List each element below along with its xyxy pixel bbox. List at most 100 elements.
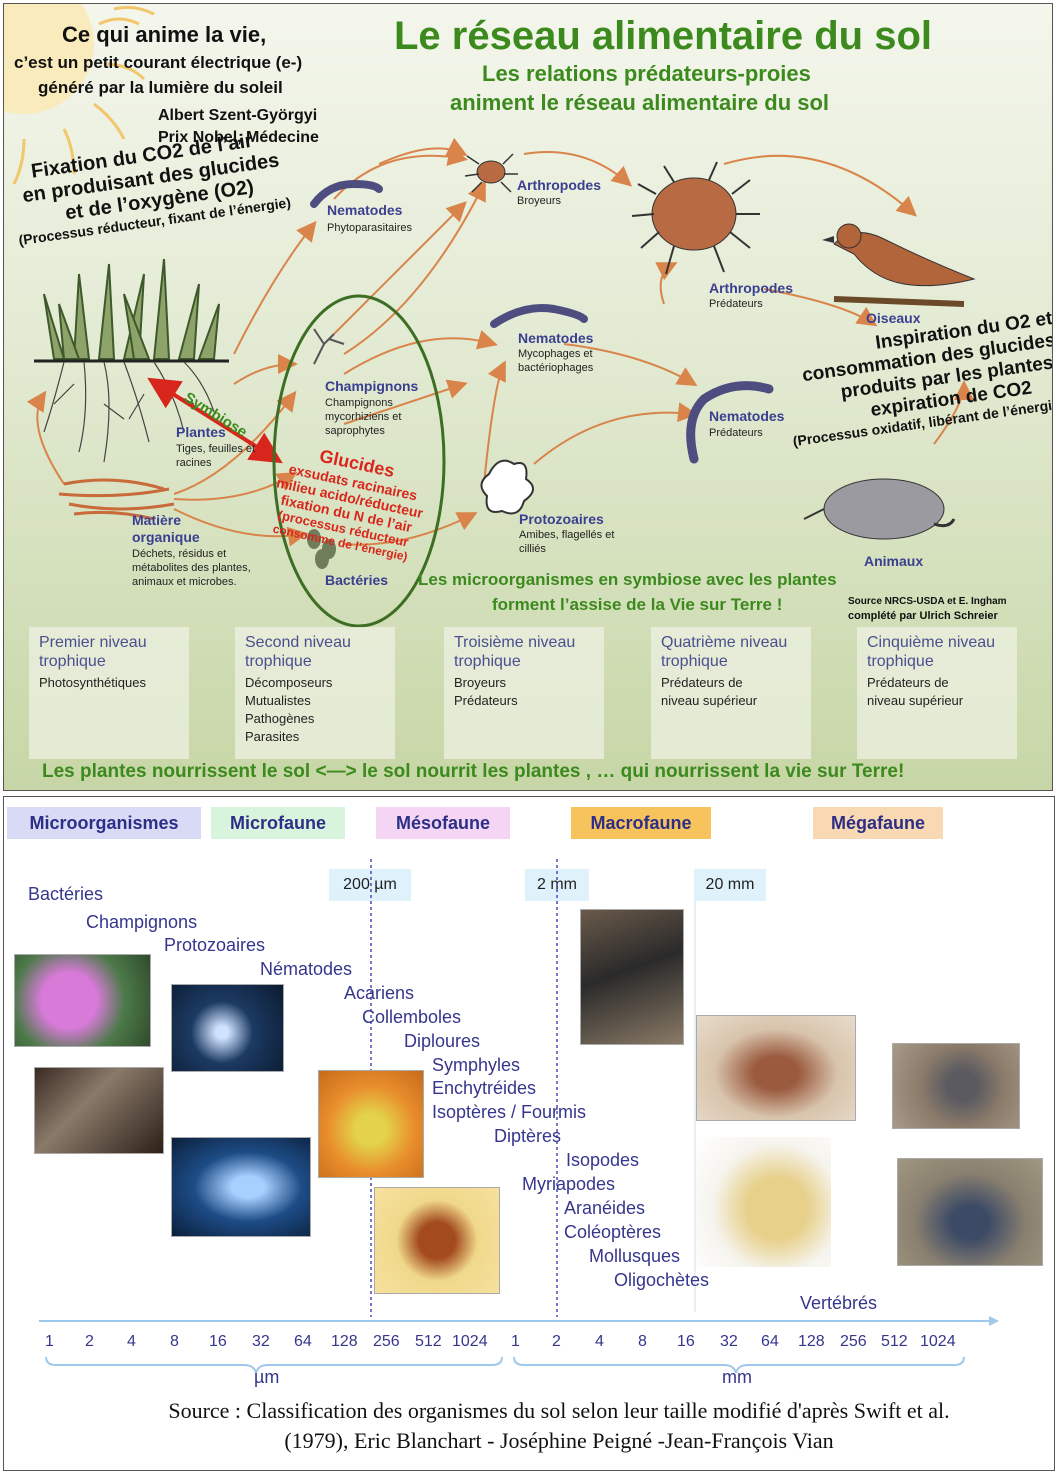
bacteria-icon	[307, 529, 336, 569]
trophic-level-1: Premier niveau trophique Photosynthétiqu…	[29, 627, 189, 759]
tick-mm: 8	[638, 1333, 647, 1350]
page-title: Le réseau alimentaire du sol	[394, 14, 932, 58]
nematodes-myco-desc: Mycophages et bactériophages	[518, 348, 594, 374]
trophic-level-body: Décomposeurs Mutualistes Pathogènes Para…	[245, 675, 333, 744]
tick-um: 64	[294, 1333, 312, 1350]
tick-um: 512	[415, 1333, 442, 1350]
bird-icon	[822, 223, 976, 307]
trophic-level-2: Second niveau trophique Décomposeurs Mut…	[235, 627, 395, 759]
photo-collembola	[318, 1070, 424, 1178]
source-citation-line-1: Source : Classification des organismes d…	[168, 1398, 950, 1423]
taxon-dipteres: Diptères	[494, 1126, 562, 1146]
tick-um: 1024	[452, 1333, 488, 1350]
taxon-acariens: Acariens	[344, 983, 415, 1003]
food-web-illustration	[4, 4, 976, 628]
trophic-level-title: Quatrième niveau trophique	[661, 634, 788, 670]
micro-symbiose-line-2: forment l’assise de la Vie sur Terre !	[492, 595, 783, 614]
quote-line-2: c’est un petit courant électrique (e-)	[14, 53, 303, 72]
quote-line-1: Ce qui anime la vie,	[62, 22, 267, 47]
micro-symbiose-line-1: Les microorganismes en symbiose avec les…	[418, 570, 837, 589]
arthropod-predator-icon	[631, 161, 760, 275]
arthropodes-broyeurs-label: Arthropodes	[517, 177, 601, 193]
photo-earthworm	[696, 1015, 856, 1121]
taxon-coleopteres: Coléoptères	[564, 1222, 662, 1242]
nematode-phyto-icon	[310, 179, 383, 208]
arthropodes-broyeurs-desc: Broyeurs	[517, 195, 562, 207]
champignons-label: Champignons	[325, 378, 419, 394]
tick-mm: 64	[761, 1333, 779, 1350]
plants-illustration	[34, 258, 229, 463]
size-20mm: 20 mm	[694, 869, 766, 901]
photo-protozoa	[171, 984, 284, 1072]
quote-award: Prix Nobel, Médecine	[158, 129, 319, 146]
taxon-mollusques: Mollusques	[589, 1246, 681, 1266]
tick-mm: 1	[511, 1333, 520, 1350]
food-web-arrows	[26, 137, 974, 547]
taxon-nematodes: Nématodes	[260, 959, 353, 979]
photo-beetle-larva	[696, 1137, 831, 1267]
taxon-protozoaires: Protozoaires	[164, 935, 266, 955]
photo-nematode	[171, 1137, 311, 1237]
fungi-icon	[313, 328, 345, 365]
sun-icon	[4, 4, 155, 185]
tick-um: 4	[127, 1333, 136, 1350]
taxon-diploures: Diploures	[404, 1031, 481, 1051]
trophic-level-body: Broyeurs Prédateurs	[454, 675, 518, 708]
tick-mm: 16	[677, 1333, 695, 1350]
food-web-footer: Les plantes nourrissent le sol <—> le so…	[42, 761, 905, 782]
photo-mite	[374, 1187, 500, 1294]
category-megafaune: Mégafaune	[813, 807, 943, 839]
category-microorganismes: Microorganismes	[7, 807, 201, 839]
protozoaires-label: Protozoaires	[519, 511, 604, 527]
taxon-oligochetes: Oligochètes	[614, 1270, 710, 1290]
tick-um: 2	[85, 1333, 94, 1350]
taxon-myriapodes: Myriapodes	[522, 1174, 616, 1194]
taxon-vertebres: Vertébrés	[800, 1293, 878, 1313]
category-macrofaune: Macrofaune	[571, 807, 711, 839]
tick-mm: 4	[595, 1333, 604, 1350]
bacteries-label: Bactéries	[325, 572, 389, 588]
trophic-level-body: Photosynthétiques	[39, 675, 146, 690]
organic-matter-illustration	[58, 478, 175, 521]
taxon-isopteres-fourmis: Isoptères / Fourmis	[432, 1102, 587, 1122]
protozoaires-desc: Amibes, flagellés et cilliés	[519, 529, 615, 555]
oiseaux-label: Oiseaux	[866, 310, 921, 326]
page-subtitle-1: Les relations prédateurs-proies	[482, 61, 811, 86]
page-subtitle-2: animent le réseau alimentaire du sol	[450, 90, 830, 115]
nematode-myco-icon	[490, 304, 588, 328]
taxon-araneides: Aranéides	[564, 1198, 646, 1218]
arthropodes-predateurs-desc: Prédateurs	[709, 298, 763, 310]
champignons-desc: Champignons mycorhiziens et saprophytes	[325, 397, 402, 437]
unit-um: µm	[254, 1367, 280, 1387]
arthropodes-predateurs-label: Arthropodes	[709, 280, 793, 296]
size-classification-panel: Microorganismes Microfaune Mésofaune Mac…	[3, 796, 1055, 1471]
source-line-2: complété par Ulrich Schreier	[848, 610, 998, 622]
category-mesofaune: Mésofaune	[376, 807, 510, 839]
photo-myriapod	[580, 909, 684, 1045]
matiere-label-2: organique	[132, 529, 200, 545]
nematodes-phyto-label: Nematodes	[327, 202, 403, 218]
matiere-desc: Déchets, résidus et métabolites des plan…	[132, 548, 251, 588]
tick-um: 8	[170, 1333, 179, 1350]
source-line-1: Source NRCS-USDA et E. Ingham	[848, 596, 1007, 607]
tick-mm: 2	[552, 1333, 561, 1350]
trophic-level-title: Second niveau trophique	[245, 634, 351, 670]
photo-snake	[897, 1158, 1043, 1266]
taxon-enchytreides: Enchytréides	[432, 1078, 537, 1098]
nematodes-myco-label: Nematodes	[518, 330, 594, 346]
tick-um: 1	[45, 1333, 54, 1350]
photo-mole	[892, 1043, 1020, 1129]
taxon-bacteries: Bactéries	[28, 884, 104, 904]
tick-um: 16	[209, 1333, 227, 1350]
tick-mm: 128	[798, 1333, 825, 1350]
food-web-panel: Le réseau alimentaire du sol Les relatio…	[3, 3, 1053, 791]
tick-um: 32	[252, 1333, 270, 1350]
tick-mm: 512	[881, 1333, 908, 1350]
tick-um: 256	[373, 1333, 400, 1350]
trophic-level-body: Prédateurs de niveau supérieur	[867, 675, 964, 708]
tick-mm: 1024	[920, 1333, 956, 1350]
trophic-level-4: Quatrième niveau trophique Prédateurs de…	[651, 627, 811, 759]
plantes-label: Plantes	[176, 424, 226, 440]
photo-bacteria	[14, 954, 151, 1047]
trophic-level-title: Premier niveau trophique	[39, 634, 147, 670]
